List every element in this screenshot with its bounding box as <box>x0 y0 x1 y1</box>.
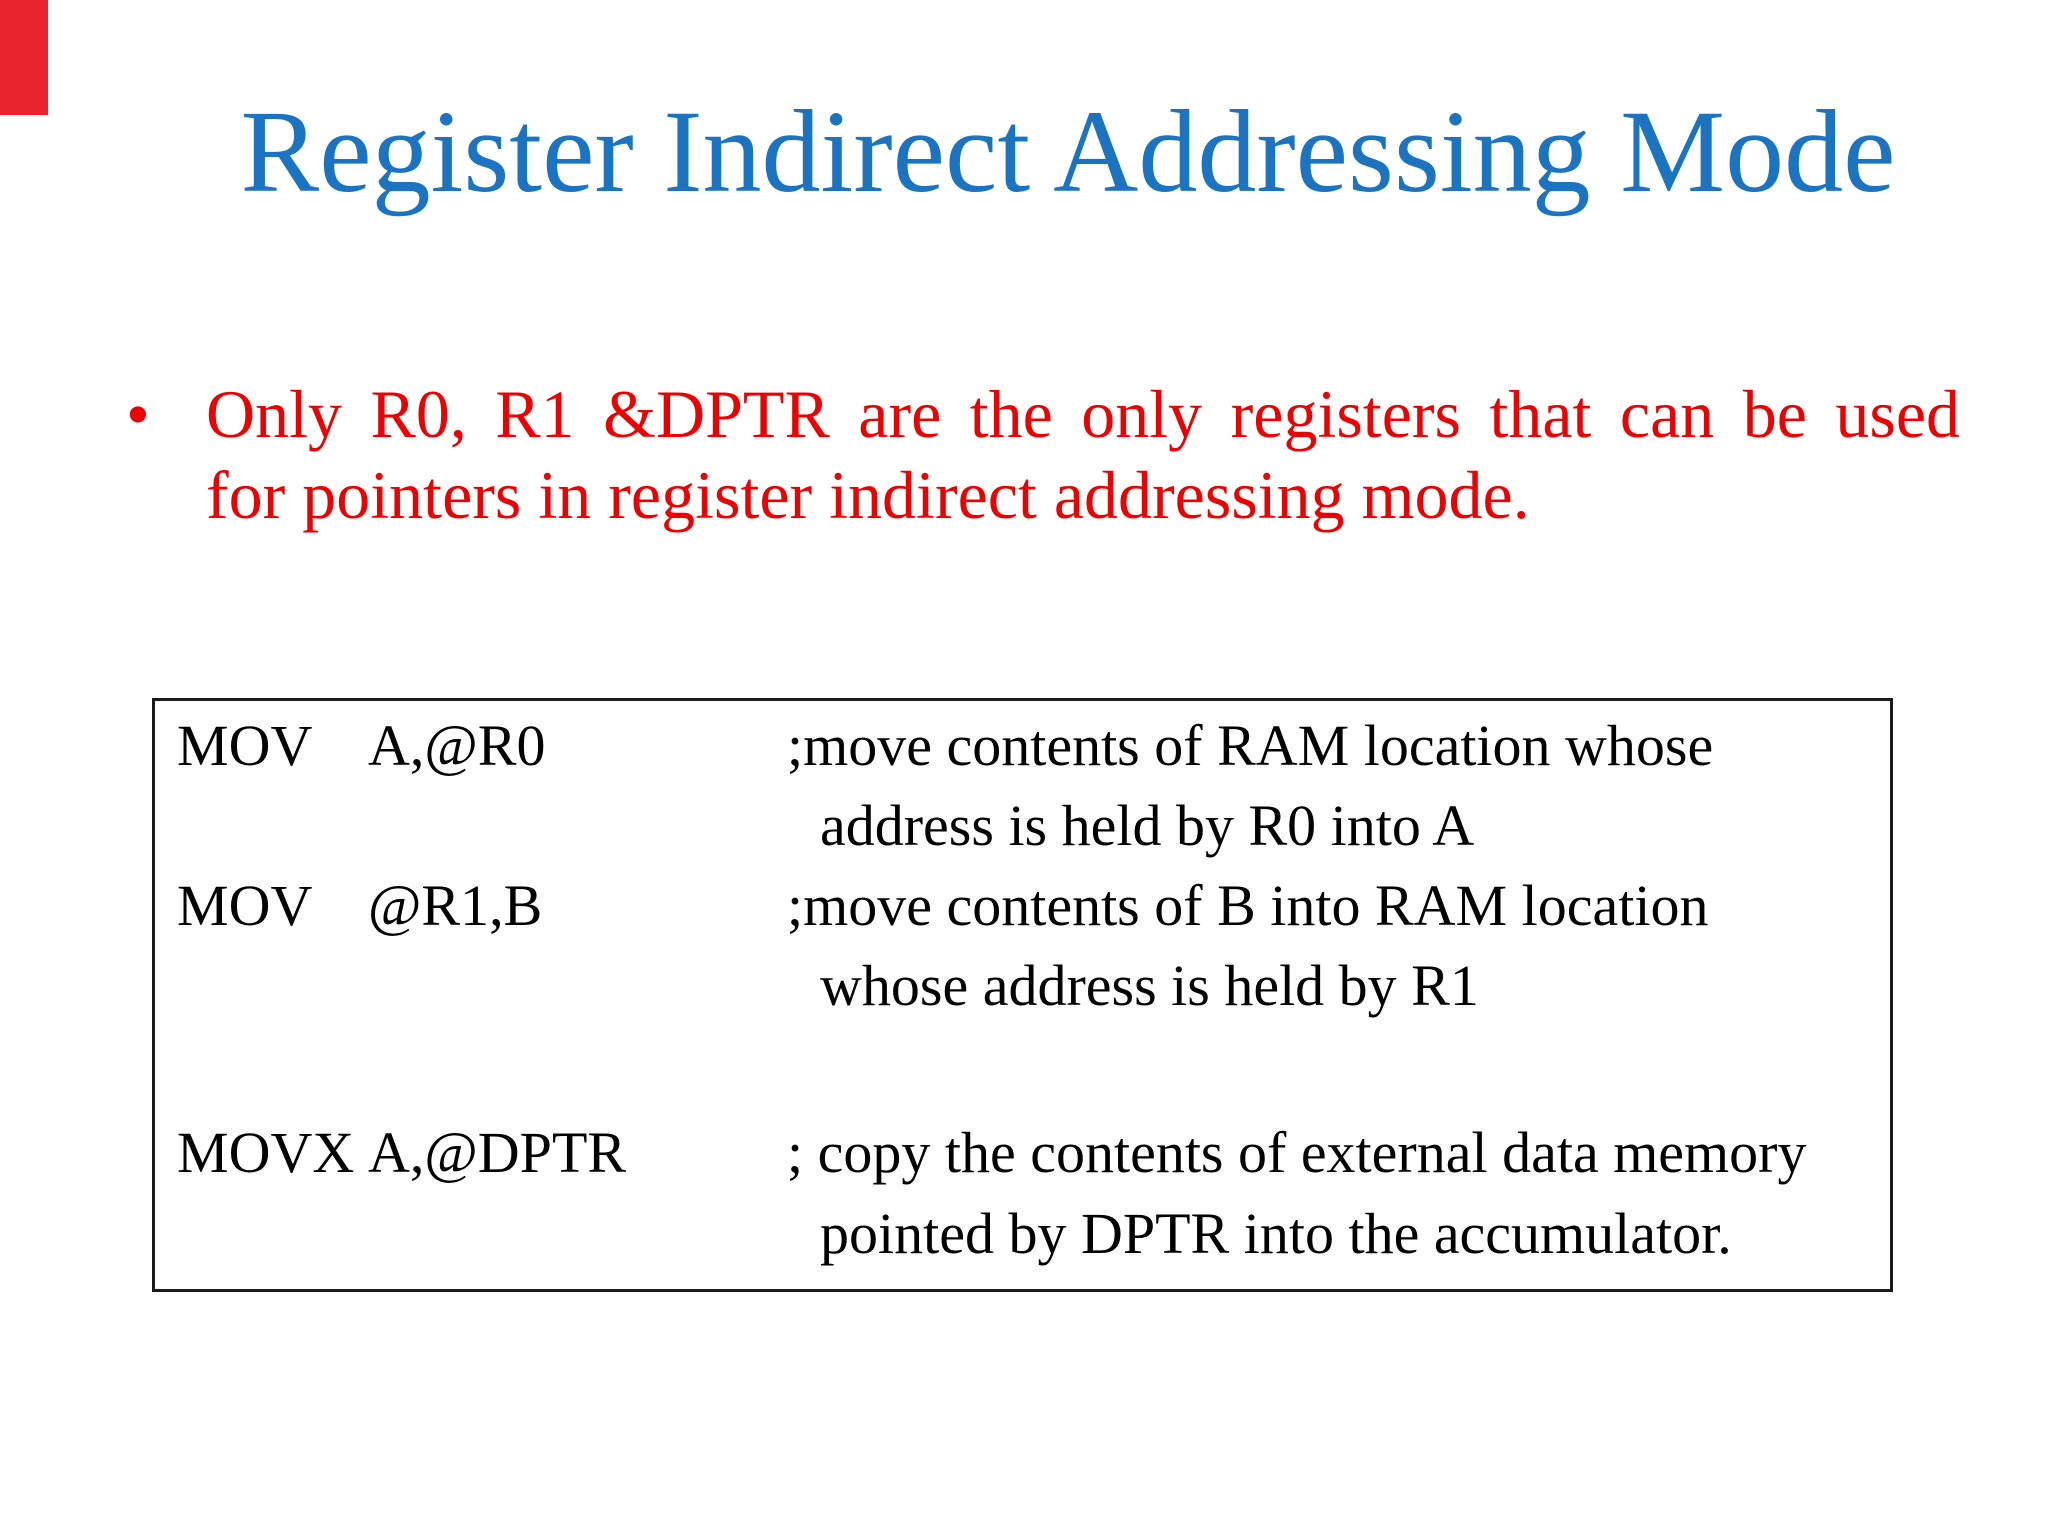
code-line-5: MOVX A,@DPTR ; copy the contents of exte… <box>155 1112 1890 1194</box>
mnemonic: MOV <box>177 713 313 778</box>
red-corner-bar <box>0 0 48 115</box>
page-title: Register Indirect Addressing Mode <box>240 86 1896 217</box>
comment-continuation: pointed by DPTR into the accumulator. <box>820 1201 1732 1266</box>
mnemonic: MOV <box>177 873 313 938</box>
comment: ;move contents of B into RAM location <box>787 873 1709 938</box>
mnemonic: MOVX <box>177 1120 355 1185</box>
operand: @R1,B <box>368 873 543 938</box>
comment: ;move contents of RAM location whose <box>787 713 1714 778</box>
operand: A,@DPTR <box>368 1120 627 1185</box>
comment: ; copy the contents of external data mem… <box>787 1120 1807 1185</box>
bullet-icon: • <box>126 376 150 452</box>
code-line-1: MOV A,@R0 ;move contents of RAM location… <box>155 705 1890 787</box>
bullet-paragraph: Only R0, R1 &DPTR are the only registers… <box>206 374 1960 536</box>
code-line-6: pointed by DPTR into the accumulator. <box>155 1193 1890 1275</box>
code-box: MOV A,@R0 ;move contents of RAM location… <box>152 698 1893 1292</box>
code-line-4: whose address is held by R1 <box>155 945 1890 1027</box>
comment-continuation: address is held by R0 into A <box>820 793 1475 858</box>
code-line-3: MOV @R1,B ;move contents of B into RAM l… <box>155 865 1890 947</box>
operand: A,@R0 <box>368 713 546 778</box>
bullet-line-2: for pointers in register indirect addres… <box>206 457 1530 533</box>
bullet-line-1: Only R0, R1 &DPTR are the only registers… <box>206 376 1960 452</box>
comment-continuation: whose address is held by R1 <box>820 953 1479 1018</box>
code-line-2: address is held by R0 into A <box>155 785 1890 867</box>
